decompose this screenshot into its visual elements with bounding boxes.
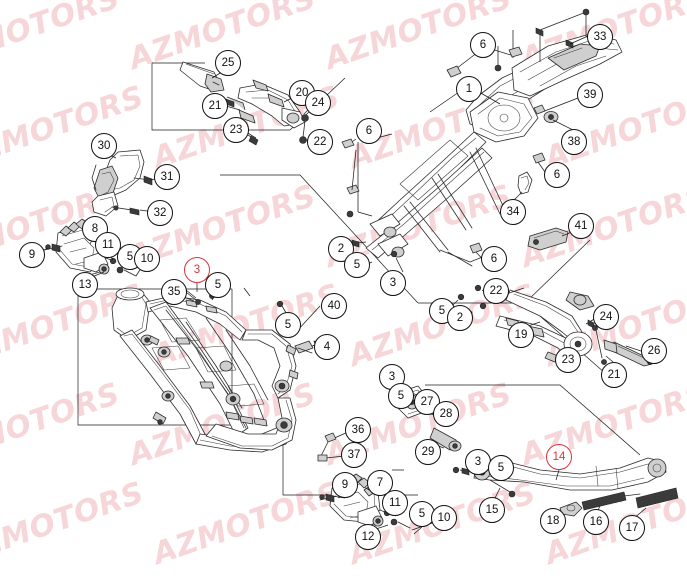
callout-22[interactable]: 22: [483, 278, 509, 304]
callout-34[interactable]: 34: [500, 199, 526, 225]
callout-30[interactable]: 30: [91, 133, 117, 159]
callout-37[interactable]: 37: [341, 442, 367, 468]
callout-10[interactable]: 10: [431, 505, 457, 531]
callout-26[interactable]: 26: [641, 338, 667, 364]
callout-5[interactable]: 5: [344, 252, 370, 278]
callout-2[interactable]: 2: [447, 305, 473, 331]
callout-12[interactable]: 12: [355, 524, 381, 550]
callout-5[interactable]: 5: [488, 455, 514, 481]
callout-24[interactable]: 24: [593, 304, 619, 330]
callout-14[interactable]: 14: [546, 444, 572, 470]
callout-10[interactable]: 10: [134, 246, 160, 272]
part-side-stand: [392, 457, 667, 501]
callout-6[interactable]: 6: [356, 118, 382, 144]
callout-39[interactable]: 39: [577, 82, 603, 108]
callout-28[interactable]: 28: [433, 401, 459, 427]
callout-21[interactable]: 21: [601, 362, 627, 388]
callout-5[interactable]: 5: [205, 272, 231, 298]
callout-9[interactable]: 9: [332, 472, 358, 498]
callout-13[interactable]: 13: [72, 272, 98, 298]
callout-38[interactable]: 38: [561, 129, 587, 155]
callout-29[interactable]: 29: [415, 439, 441, 465]
callout-40[interactable]: 40: [321, 293, 347, 319]
callout-24[interactable]: 24: [305, 90, 331, 116]
callout-11[interactable]: 11: [95, 232, 121, 258]
callout-41[interactable]: 41: [568, 213, 594, 239]
part-linkage-rods: [479, 286, 653, 367]
callout-21[interactable]: 21: [202, 93, 228, 119]
callout-9[interactable]: 9: [19, 242, 45, 268]
part-springs: [555, 487, 679, 521]
callout-17[interactable]: 17: [619, 515, 645, 541]
callout-5[interactable]: 5: [275, 312, 301, 338]
callout-6[interactable]: 6: [481, 246, 507, 272]
callout-23[interactable]: 23: [555, 347, 581, 373]
callout-4[interactable]: 4: [314, 334, 340, 360]
callout-15[interactable]: 15: [479, 497, 505, 523]
callout-3[interactable]: 3: [465, 449, 491, 475]
part-main-frame: [111, 287, 299, 453]
callout-25[interactable]: 25: [215, 50, 241, 76]
callout-11[interactable]: 11: [382, 490, 408, 516]
part-shift-lever-bolts: [111, 175, 153, 216]
part-pedal-rods: [211, 79, 309, 146]
callout-6[interactable]: 6: [544, 162, 570, 188]
callout-5[interactable]: 5: [388, 383, 414, 409]
callout-16[interactable]: 16: [583, 509, 609, 535]
callout-22[interactable]: 22: [307, 129, 333, 155]
part-brake-pedal: [179, 61, 225, 93]
callout-6[interactable]: 6: [470, 32, 496, 58]
callout-18[interactable]: 18: [540, 508, 566, 534]
part-small-brackets: [317, 431, 349, 462]
group-boundary-linkage-lower: [425, 384, 641, 456]
callout-35[interactable]: 35: [161, 279, 187, 305]
callout-32[interactable]: 32: [147, 200, 173, 226]
callout-36[interactable]: 36: [345, 417, 371, 443]
callout-1[interactable]: 1: [456, 76, 482, 102]
callout-23[interactable]: 23: [223, 117, 249, 143]
callout-3[interactable]: 3: [380, 270, 406, 296]
callout-33[interactable]: 33: [587, 24, 613, 50]
callout-31[interactable]: 31: [154, 164, 180, 190]
part-footpeg-left-hardware: [43, 243, 137, 277]
callout-19[interactable]: 19: [508, 322, 534, 348]
part-shift-lever: [91, 149, 145, 217]
